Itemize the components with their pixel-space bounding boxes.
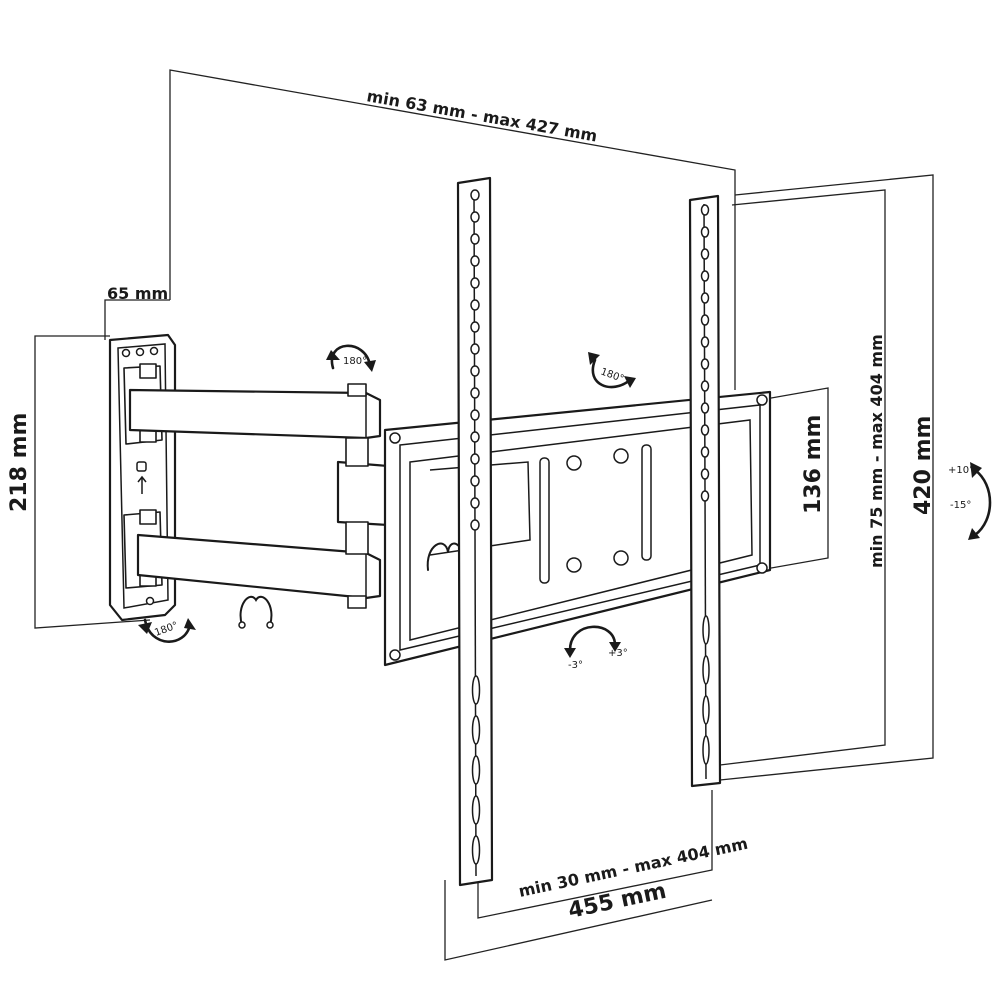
wall-plate-width-label: 65 mm bbox=[107, 284, 168, 303]
rail-hole bbox=[471, 795, 481, 825]
rail-hole bbox=[471, 715, 481, 745]
rail-hole bbox=[700, 490, 710, 502]
rail-hole bbox=[470, 255, 480, 267]
level-minus-label: -3° bbox=[568, 660, 583, 671]
wall-plate-height-label: 218 mm bbox=[7, 413, 32, 512]
wall-bottom-swivel-arrow bbox=[138, 618, 196, 643]
rail-hole bbox=[700, 314, 710, 326]
wall-bottom-swivel-label: 180° bbox=[153, 620, 179, 639]
tv-swivel-label: 180° bbox=[599, 366, 625, 385]
rail-hole bbox=[700, 402, 710, 414]
vesa-horizontal-dimension-line bbox=[477, 790, 713, 919]
bracket-height-label: 420 mm bbox=[911, 416, 936, 515]
rail-hole bbox=[470, 519, 480, 531]
arm-top-swivel-arrow bbox=[326, 344, 376, 372]
arm-extension-dimension-line bbox=[169, 69, 736, 390]
tilt-up-label: +10° bbox=[948, 465, 974, 476]
rail-hole bbox=[470, 497, 480, 509]
rail-hole bbox=[700, 424, 710, 436]
cable-hook-left bbox=[238, 595, 274, 629]
tv-swivel-arrow bbox=[588, 352, 636, 389]
rail-hole bbox=[471, 675, 481, 705]
rail-hole bbox=[702, 655, 710, 685]
rail-hole bbox=[470, 387, 480, 399]
vesa-vertical-dimension-line bbox=[719, 189, 886, 766]
rail-holes bbox=[470, 189, 710, 865]
rail-hole bbox=[700, 292, 710, 304]
wall-plate-width-dimension-line bbox=[104, 299, 170, 340]
rail-hole bbox=[700, 226, 710, 238]
rail-hole bbox=[470, 453, 480, 465]
rail-hole bbox=[470, 365, 480, 377]
rail-hole bbox=[470, 409, 480, 421]
rail-hole bbox=[470, 475, 480, 487]
rail-hole bbox=[702, 735, 710, 765]
rail-hole bbox=[470, 277, 480, 289]
bracket-width-dimension-line bbox=[444, 880, 713, 961]
rail-hole bbox=[700, 358, 710, 370]
rail-hole bbox=[470, 189, 480, 201]
rail-hole bbox=[470, 299, 480, 311]
rail-hole bbox=[700, 336, 710, 348]
tilt-down-label: -15° bbox=[950, 500, 971, 511]
rail-hole bbox=[700, 468, 710, 480]
vesa-vertical-label: min 75 mm - max 404 mm bbox=[867, 334, 886, 568]
tv-plate-height-label: 136 mm bbox=[801, 415, 826, 514]
rail-hole bbox=[702, 695, 710, 725]
bracket-height-dimension-line bbox=[719, 174, 934, 781]
level-adjust-arrow bbox=[564, 625, 621, 658]
rail-hole bbox=[700, 270, 710, 282]
tv-plate-height-dimension-line bbox=[759, 387, 829, 571]
rail-hole bbox=[700, 204, 710, 216]
rail-hole bbox=[702, 615, 710, 645]
rail-hole bbox=[470, 211, 480, 223]
rail-hole bbox=[471, 755, 481, 785]
level-plus-label: +3° bbox=[608, 648, 628, 659]
rail-hole bbox=[470, 321, 480, 333]
arm-top-swivel-label: 180° bbox=[343, 356, 367, 367]
rail-hole bbox=[700, 446, 710, 458]
rail-hole bbox=[470, 431, 480, 443]
wall-plate-height-dimension-line bbox=[34, 335, 151, 629]
tilt-arrow bbox=[968, 462, 992, 540]
rail-hole bbox=[700, 380, 710, 392]
arm-assembly bbox=[128, 383, 390, 609]
rail-hole bbox=[470, 233, 480, 245]
arm-extension-label: min 63 mm - max 427 mm bbox=[365, 86, 598, 145]
rail-hole bbox=[700, 248, 710, 260]
rail-hole bbox=[470, 343, 480, 355]
rail-hole bbox=[471, 835, 481, 865]
